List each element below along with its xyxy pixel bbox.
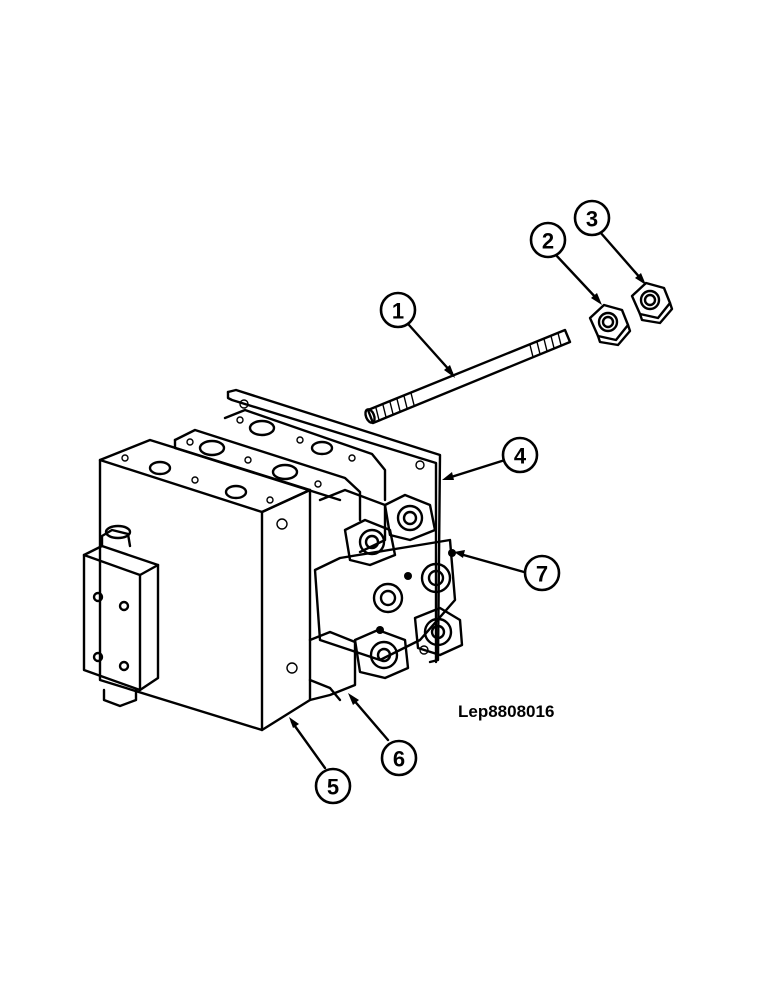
back-plate-part-4 [226,388,442,664]
callout-7-label: 7 [536,562,548,587]
callout-1-label: 1 [392,299,404,324]
callout-5: 5 [314,767,352,805]
callout-5-label: 5 [327,775,339,800]
valve-section-middle [173,428,362,522]
drawing-reference-number: Lep8808016 [458,702,554,721]
port-fittings [313,488,464,680]
end-block-part-5 [98,438,312,732]
callout-6: 6 [380,739,418,777]
callout-2-label: 2 [542,229,554,254]
tie-rod-part-1 [364,328,572,425]
callout-7: 7 [523,554,561,592]
leader-lines [289,230,646,770]
callout-3: 3 [573,199,611,237]
callout-4: 4 [501,436,539,474]
callout-1: 1 [379,291,417,329]
hex-nut-part-3 [630,281,674,325]
valve-section-rear [223,408,387,502]
manifold-part-6 [308,630,357,702]
callout-3-label: 3 [586,207,598,232]
hex-nut-part-2 [588,303,632,347]
solenoid-valve [82,524,160,708]
callout-6-label: 6 [393,747,405,772]
callout-4-label: 4 [514,444,527,469]
callout-2: 2 [529,221,567,259]
